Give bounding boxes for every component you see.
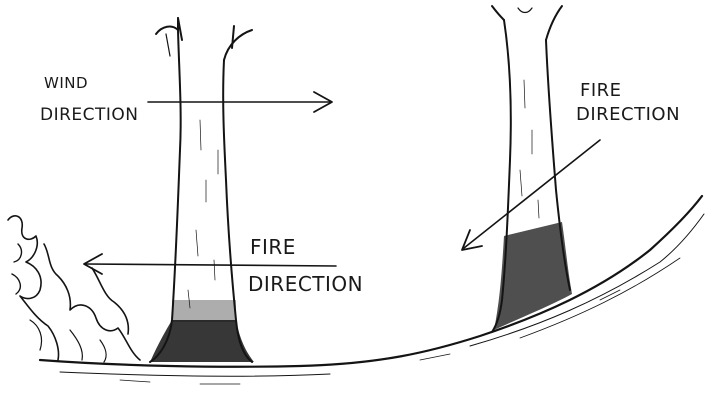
fire-left-label-line2: DIRECTION xyxy=(248,272,364,296)
fire-right-label-line2: DIRECTION xyxy=(576,104,681,125)
left-tree xyxy=(149,17,254,363)
fire-direction-arrow-right xyxy=(461,139,601,251)
fire-direction-arrow-left xyxy=(83,253,337,275)
right-tree xyxy=(491,5,572,333)
wind-label-line1: WIND xyxy=(44,74,89,92)
fire-left-label-line1: FIRE xyxy=(250,235,296,259)
wind-label-line2: DIRECTION xyxy=(40,105,139,125)
ground-line xyxy=(38,194,705,385)
fire-right-label-line1: FIRE xyxy=(580,80,622,101)
wind-direction-arrow xyxy=(147,91,333,113)
flames xyxy=(7,215,141,363)
